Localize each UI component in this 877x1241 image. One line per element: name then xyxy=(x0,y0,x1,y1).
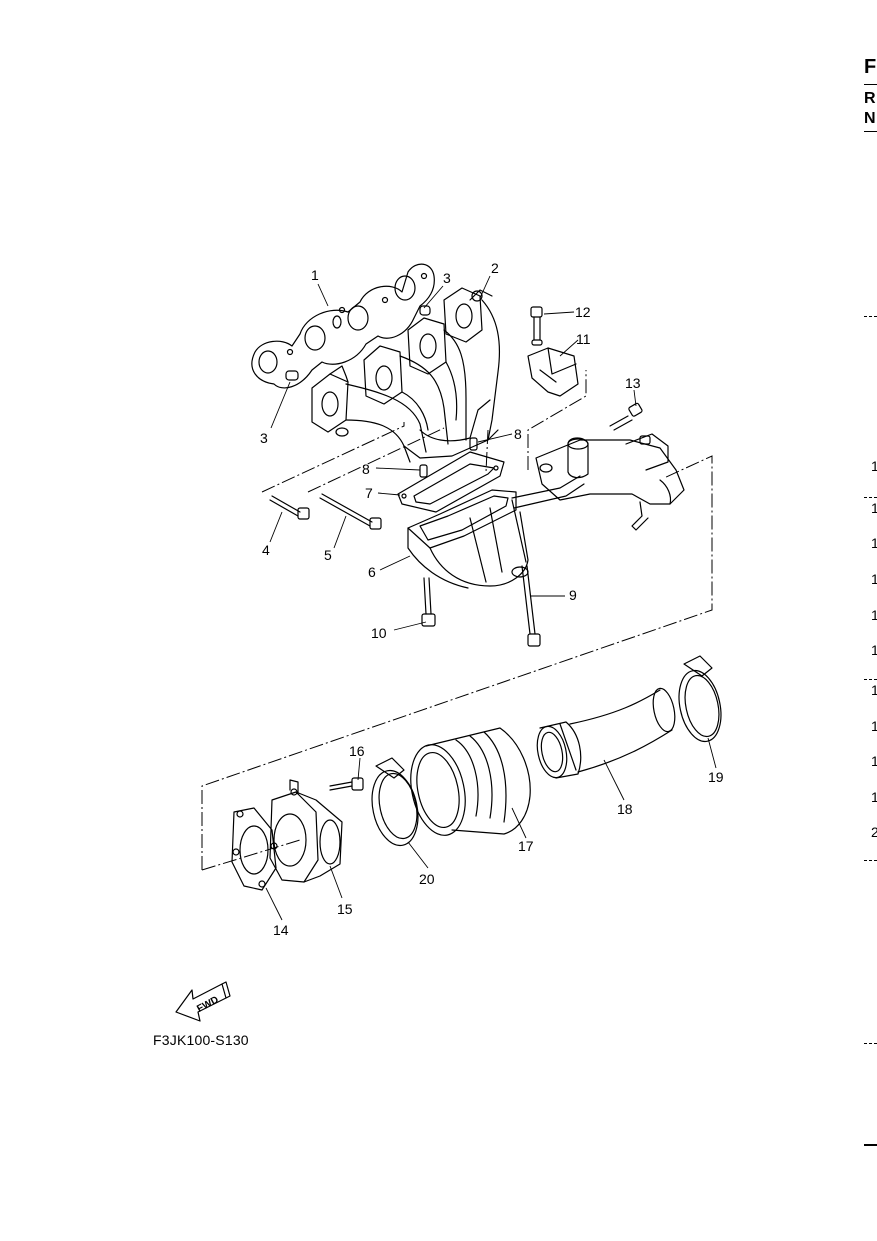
edge-title-fragment: F xyxy=(864,56,877,78)
callout-1: 1 xyxy=(311,267,319,283)
leader-line xyxy=(329,865,343,899)
callout-19: 19 xyxy=(708,769,724,785)
callout-2: 2 xyxy=(491,260,499,276)
leader-line xyxy=(633,389,637,407)
callout-15: 15 xyxy=(337,901,353,917)
callout-10: 10 xyxy=(371,625,387,641)
edge-digit: 1 xyxy=(871,607,877,623)
leader-line xyxy=(317,283,329,307)
leader-line xyxy=(511,807,527,839)
callout-3-top: 3 xyxy=(443,270,451,286)
exhaust-tube xyxy=(536,687,676,779)
leader-line xyxy=(603,759,625,801)
leader-line xyxy=(265,887,283,921)
edge-row-fragment: N xyxy=(864,110,876,127)
leader-line xyxy=(393,621,427,631)
leader-line xyxy=(375,467,421,471)
callout-18: 18 xyxy=(617,801,633,817)
callout-20: 20 xyxy=(419,871,435,887)
bolt xyxy=(609,402,643,431)
callout-6: 6 xyxy=(368,564,376,580)
callout-7: 7 xyxy=(365,485,373,501)
leader-line xyxy=(333,515,347,549)
hose-clamp xyxy=(371,757,419,847)
exhaust-joint xyxy=(269,779,343,883)
callout-11: 11 xyxy=(576,331,591,347)
assembly-line xyxy=(201,839,301,871)
callout-5: 5 xyxy=(324,547,332,563)
leader-line xyxy=(477,433,513,443)
callout-17: 17 xyxy=(518,838,534,854)
bolt xyxy=(269,495,310,520)
assembly-line xyxy=(485,429,489,473)
edge-row-fragment: R xyxy=(864,90,876,107)
fwd-label: FWD xyxy=(195,994,220,1014)
callout-9: 9 xyxy=(569,587,577,603)
edge-rule xyxy=(864,131,877,132)
edge-rule xyxy=(864,1043,877,1044)
edge-rule xyxy=(864,84,877,85)
callout-14: 14 xyxy=(273,922,289,938)
edge-digit: 1 xyxy=(871,642,877,658)
leader-line xyxy=(379,555,411,571)
assembly-line xyxy=(307,427,445,493)
leader-line xyxy=(559,339,579,357)
leader-line xyxy=(407,841,429,869)
edge-rule xyxy=(864,1144,877,1146)
bolt xyxy=(329,777,364,791)
assembly-line xyxy=(201,455,713,870)
leader-line xyxy=(479,275,491,299)
manifold-gasket xyxy=(251,263,435,389)
fwd-arrow-icon xyxy=(175,981,231,1022)
edge-digit: 1 xyxy=(871,500,877,516)
edge-rule xyxy=(864,497,877,498)
pin xyxy=(419,437,478,478)
edge-digit: 1 xyxy=(871,718,877,734)
callout-13: 13 xyxy=(625,375,641,391)
edge-digit: 1 xyxy=(871,535,877,551)
bolt xyxy=(421,577,436,627)
leader-line xyxy=(423,285,444,309)
exhaust-pipe xyxy=(407,475,585,589)
leader-line xyxy=(270,381,291,429)
water-jacket-pipe xyxy=(535,433,685,531)
leader-line xyxy=(377,492,401,496)
edge-digit: 2 xyxy=(871,824,877,840)
assembly-line xyxy=(261,422,405,493)
manifold-exhaust-gasket xyxy=(397,451,505,513)
edge-digit: 1 xyxy=(871,458,877,474)
edge-rule xyxy=(864,860,877,861)
leader-line xyxy=(707,737,717,769)
edge-digit: 1 xyxy=(871,571,877,587)
exhaust-manifold xyxy=(311,287,501,463)
drawing-code: F3JK100-S130 xyxy=(153,1032,249,1048)
exhaust-hose xyxy=(410,727,531,836)
assembly-line xyxy=(527,370,587,470)
dowel-pin xyxy=(285,305,431,381)
edge-digit: 1 xyxy=(871,753,877,769)
leader-line xyxy=(269,511,283,543)
edge-rule xyxy=(864,679,877,680)
hose-clamp xyxy=(678,655,722,743)
callout-8-right: 8 xyxy=(514,426,522,442)
edge-digit: 1 xyxy=(871,682,877,698)
leader-line xyxy=(543,311,575,315)
callout-12: 12 xyxy=(575,304,591,320)
callout-4: 4 xyxy=(262,542,270,558)
callout-3-left: 3 xyxy=(260,430,268,446)
callout-8-left: 8 xyxy=(362,461,370,477)
bolt xyxy=(319,493,382,530)
bolt xyxy=(521,565,541,647)
edge-digit: 1 xyxy=(871,789,877,805)
edge-rule xyxy=(864,316,877,317)
stay-bracket xyxy=(527,347,579,397)
leader-line xyxy=(357,757,361,781)
callout-16: 16 xyxy=(349,743,365,759)
bolt xyxy=(530,306,543,346)
